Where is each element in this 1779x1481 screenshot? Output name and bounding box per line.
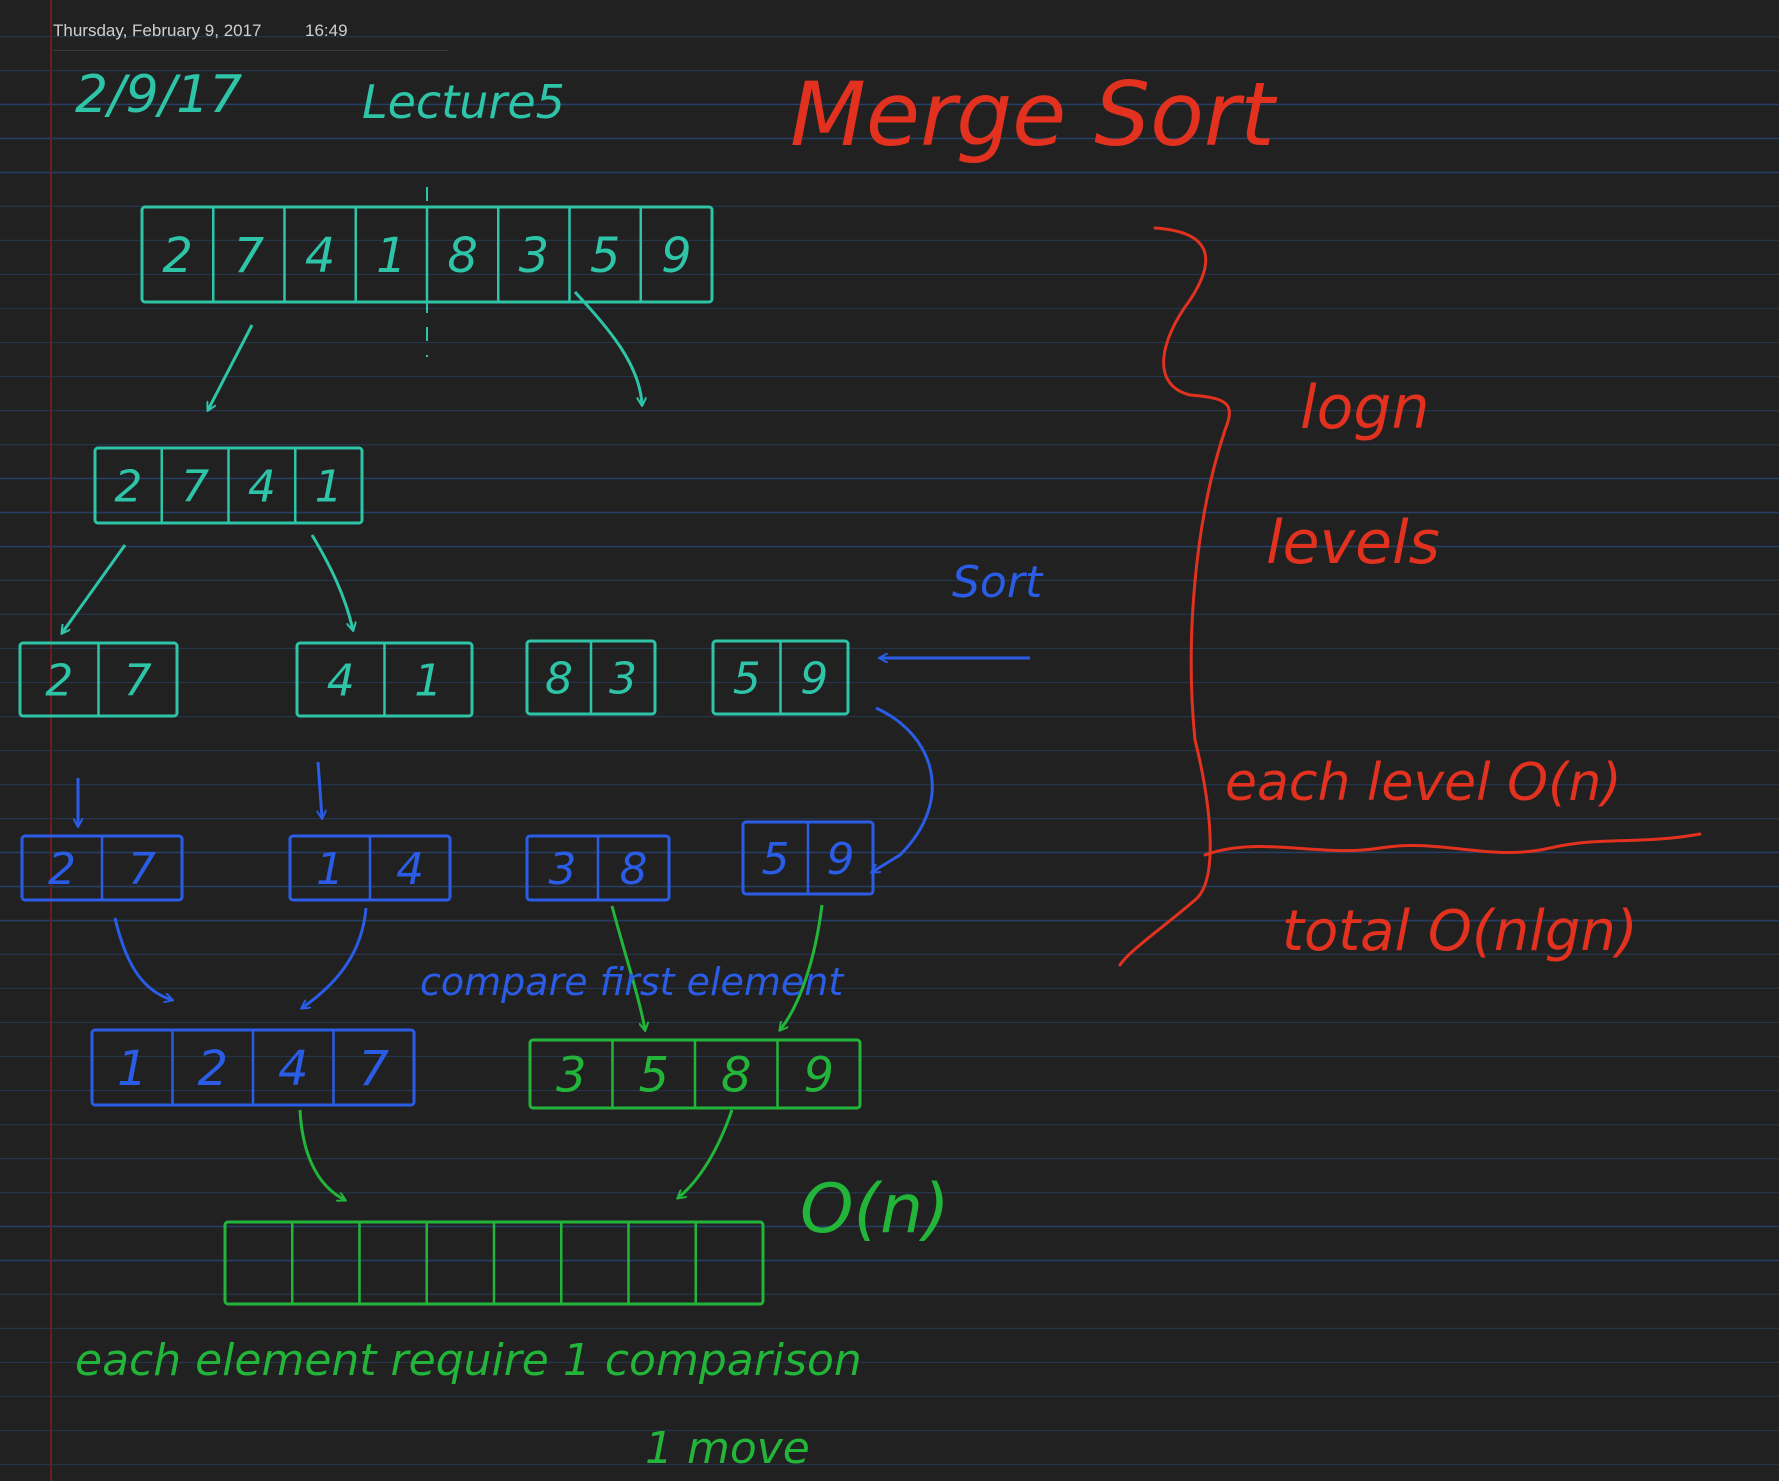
array-cell-value: 2 — [45, 655, 73, 706]
arrow-left-to-final — [298, 1109, 345, 1200]
array-cell-value: 9 — [800, 653, 828, 704]
note-header: Thursday, February 9, 2017 16:49 — [53, 18, 448, 51]
arrow-left-to-pair-a — [62, 544, 127, 633]
array-cell-value: 4 — [278, 1041, 309, 1097]
margin-line — [50, 0, 52, 1481]
ink-lecture: Lecture5 — [362, 75, 565, 129]
ink-logn: logn — [1300, 373, 1430, 443]
array-cell-value: 3 — [556, 1047, 587, 1103]
level-brace — [1118, 226, 1231, 967]
wavy-underline — [1203, 832, 1702, 857]
arrow-sorted-a-to-merged — [113, 917, 172, 1000]
array-cell-value: 1 — [117, 1041, 148, 1097]
ink-each-level: each level O(n) — [1225, 753, 1622, 813]
ink-compare-first: compare first element — [420, 960, 845, 1004]
array-cell-value: 3 — [549, 844, 577, 895]
note-time: 16:49 — [305, 21, 348, 40]
arrow-root-to-right — [573, 290, 642, 405]
array-cell-value: 7 — [124, 655, 152, 706]
arrow-right-to-final — [678, 1109, 734, 1198]
array-cell-value: 1 — [376, 228, 407, 284]
array-cell-value: 5 — [590, 228, 621, 284]
array-cell-value: 2 — [48, 844, 76, 895]
array-cell-value: 3 — [519, 228, 550, 284]
array-cell-value: 5 — [638, 1047, 669, 1103]
array-cell-value: 5 — [762, 834, 790, 885]
array-cell-value: 3 — [609, 653, 637, 704]
ink-sort-label: Sort — [952, 557, 1044, 608]
array-cell-value: 2 — [197, 1041, 228, 1097]
array-cell-value: 9 — [827, 834, 855, 885]
array-cell-value: 7 — [358, 1041, 389, 1097]
array-cell-value: 4 — [305, 228, 336, 284]
ink-total: total O(nlgn) — [1282, 899, 1638, 964]
array-cell-value: 1 — [414, 655, 442, 706]
array-cell-value: 9 — [803, 1047, 834, 1103]
array-cell-value: 8 — [721, 1047, 752, 1103]
array-cell-value: 1 — [315, 461, 343, 512]
array-cell-value: 7 — [181, 461, 209, 512]
array-cell-value: 1 — [316, 844, 344, 895]
ink-title: Merge Sort — [790, 63, 1278, 166]
array-cell-value: 8 — [545, 653, 573, 704]
arrow-sorted-d-to-merged — [780, 904, 824, 1030]
ink-comparison-line: each element require 1 comparison — [75, 1335, 862, 1386]
array-cell-value: 2 — [114, 461, 142, 512]
array-cell-value: 7 — [128, 844, 156, 895]
ink-merge-cost: O(n) — [800, 1170, 950, 1249]
array-cell-value: 8 — [620, 844, 648, 895]
array-cell-value: 4 — [396, 844, 424, 895]
arrow-pair-b-to-sorted-b — [318, 761, 322, 818]
array-cell-value: 8 — [447, 228, 478, 284]
array-cell-value: 7 — [234, 228, 265, 284]
array-cell-value: 2 — [162, 228, 193, 284]
arrow-sorted-b-to-merged — [302, 907, 368, 1008]
ink-move-line: 1 move — [645, 1423, 810, 1474]
ink-date: 2/9/17 — [75, 65, 242, 125]
array-cell-value: 4 — [327, 655, 355, 706]
ink-levels: levels — [1266, 508, 1440, 578]
note-date: Thursday, February 9, 2017 — [53, 21, 262, 40]
array-cell-value: 9 — [661, 228, 692, 284]
array-cell-value: 4 — [248, 461, 276, 512]
array-cell-value: 5 — [733, 653, 761, 704]
arrow-sorted-c-to-merged — [610, 905, 645, 1030]
curved-arrow-to-sorted-d — [872, 706, 934, 872]
array-final — [223, 1220, 765, 1306]
arrow-root-to-left — [208, 324, 254, 410]
arrow-left-to-pair-b — [310, 534, 353, 630]
